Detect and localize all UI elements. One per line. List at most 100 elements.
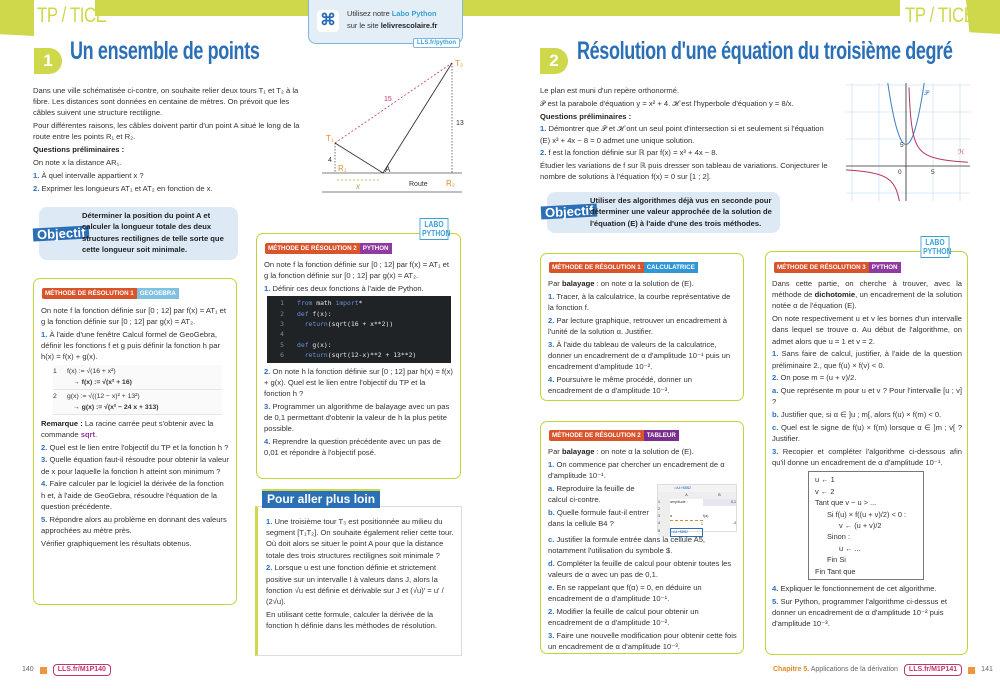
- cell[interactable]: 0,1: [703, 498, 736, 506]
- paragraph: 2. Modifier la feuille de calcul pour ob…: [548, 606, 737, 628]
- footer-left: 140 LLS.fr/M1P140: [22, 664, 111, 676]
- text: Quelle équation faut-il résoudre pour ob…: [41, 455, 229, 476]
- corner-decoration-left: [0, 0, 34, 36]
- keyword: def: [297, 309, 309, 318]
- section-tag-right: TP / TICE: [905, 4, 975, 27]
- paragraph: 2. On pose m = (u + v)/2.: [772, 372, 962, 383]
- text: Que représente m pour u et v ? Pour l'in…: [772, 386, 962, 407]
- distance-15-line: [334, 62, 453, 144]
- paragraph: 4. Expliquer le fonctionnement de cet al…: [772, 583, 962, 594]
- cell[interactable]: =A4+$B$2: [670, 527, 703, 537]
- footer-link[interactable]: LLS.fr/M1P140: [52, 664, 111, 676]
- bold-label: Questions préliminaires :: [540, 111, 632, 121]
- item-number: 1.: [548, 459, 555, 469]
- method-text: Par balayage : on note α la solution de …: [548, 446, 737, 537]
- paragraph: 2. Exprimer les longueurs AT₁ et AT₂ en …: [33, 183, 311, 194]
- paragraph: 1. Une troisième tour T₃ est positionnée…: [266, 516, 461, 561]
- paragraph: d. Compléter la feuille de calcul pour o…: [548, 558, 737, 580]
- site-name[interactable]: lelivrescolaire.fr: [380, 21, 438, 30]
- algorithm-line: v ← 2: [815, 486, 835, 496]
- formula-bar[interactable]: =A4+$B$2: [674, 485, 691, 490]
- algorithm-line: Si f(u) × f((u + v)/2) < 0 :: [827, 509, 907, 519]
- tp1-diagram: T₁ T₂ R₁ R₂ A 15 13 4 x Route: [322, 59, 464, 193]
- paragraph: Par balayage : on note α la solution de …: [548, 446, 737, 457]
- label-R2: R₂: [446, 179, 455, 188]
- text: Reproduire la feuille de calcul ci-contr…: [548, 483, 635, 504]
- tp2-title: Résolution d'une équation du troisième d…: [577, 37, 953, 65]
- banner-text: Utilisez notre: [347, 9, 392, 18]
- paragraph: 1. On commence par chercher un encadreme…: [548, 459, 737, 481]
- line-number: 5: [280, 340, 284, 349]
- paragraph: 2. Par lecture graphique, retrouver un e…: [548, 315, 737, 337]
- cas-output: → g(x) := √(x² − 24 x + 313): [73, 403, 159, 411]
- tp1-objective: Objectif Déterminer la position du point…: [32, 207, 238, 260]
- labo-python-stamp: LABO PYTHON: [920, 236, 951, 258]
- python-lab-banner[interactable]: ⌘ Utilisez notre Labo Python sur le site…: [308, 0, 463, 48]
- method-content: Par balayage : on note α la solution de …: [548, 446, 737, 654]
- paragraph: 4. Reprendre la question précédente avec…: [264, 436, 454, 458]
- method-text: Par balayage : on note α la solution de …: [548, 278, 737, 396]
- text: Par: [548, 447, 562, 456]
- tp1-title: Un ensemble de points: [70, 37, 260, 65]
- cell[interactable]: -3: [732, 520, 736, 525]
- text: On note h la fonction définie sur [0 ; 1…: [264, 366, 453, 399]
- line-number: 1: [280, 299, 284, 308]
- method-text: On note f la fonction définie sur [0 ; 1…: [264, 259, 454, 294]
- line-number: 3: [280, 320, 284, 329]
- cas-row-number: 1: [53, 367, 57, 375]
- method-content: On note f la fonction définie sur [0 ; 1…: [264, 259, 454, 460]
- paragraph: 4. Poursuivre le même procédé, donner un…: [548, 374, 737, 396]
- item-number: d.: [548, 558, 555, 568]
- text: : on note α la solution de (E).: [594, 447, 694, 456]
- label-13: 13: [456, 120, 464, 127]
- labo-python-link[interactable]: Labo Python: [391, 9, 437, 18]
- col-header: B: [703, 491, 736, 499]
- further-text: 1. Une troisième tour T₃ est positionnée…: [266, 516, 461, 633]
- cell[interactable]: 1: [670, 519, 703, 528]
- paragraph: 5. Répondre alors au problème en donnant…: [41, 514, 230, 536]
- python-link-tag[interactable]: LLS.fr/python: [413, 38, 460, 48]
- objective-text: Utiliser des algorithmes déjà vus en sec…: [590, 196, 772, 228]
- cell[interactable]: amplitude :: [670, 499, 688, 504]
- further-title: Pour aller plus loin: [262, 489, 381, 508]
- paragraph: En utilisant cette formule, calculer la …: [266, 609, 461, 631]
- label-route: Route: [409, 181, 428, 188]
- cas-output: → f(x) := √(x² + 16): [73, 378, 132, 386]
- text: Faire calculer par le logiciel la dérivé…: [41, 479, 224, 511]
- text: : on note α la solution de (E).: [594, 279, 694, 288]
- text: .: [95, 429, 98, 439]
- item-number: 3.: [548, 339, 555, 349]
- parabola-label: 𝒫: [924, 90, 930, 97]
- item-number: 4.: [772, 584, 779, 594]
- paragraph: 𝒫 est la parabole d'équation y = x² + 4.…: [540, 98, 835, 109]
- hyperbola-label: ℋ: [958, 148, 965, 156]
- page-number: 140: [22, 666, 34, 674]
- algorithm-line: Sinon :: [827, 532, 851, 542]
- method-content: Par balayage : on note α la solution de …: [548, 278, 737, 398]
- origin-label: 0: [898, 169, 902, 176]
- item-number: a.: [772, 386, 779, 396]
- code-line: 4: [267, 329, 451, 339]
- text: À quel intervalle appartient x ?: [39, 170, 144, 180]
- cell[interactable]: f(a): [703, 513, 709, 518]
- item-number: 2.: [264, 366, 271, 376]
- footer-link[interactable]: LLS.fr/M1P141: [903, 664, 963, 676]
- tp1-intro: Dans une ville schématisée ci-contre, on…: [33, 85, 311, 195]
- text: Reprendre la question précédente avec un…: [264, 437, 441, 458]
- code-text: (sqrt(12-x)**2 + 13**2): [327, 351, 417, 360]
- paragraph: 1. À quel intervalle appartient x ?: [33, 170, 311, 181]
- text: À l'aide d'une fenêtre Calcul formel de …: [41, 330, 220, 362]
- paragraph: 2. f est la fonction définie sur ℝ par f…: [540, 147, 835, 158]
- paragraph: 1. À l'aide d'une fenêtre Calcul formel …: [41, 329, 230, 363]
- top-band-right: [463, 0, 900, 16]
- parabola-curve: [887, 83, 925, 145]
- top-band-left: [95, 0, 308, 16]
- footer-right: Chapitre 5. Applications de la dérivatio…: [773, 664, 993, 676]
- paragraph: 3. Programmer un algorithme de balayage …: [264, 401, 454, 435]
- hyperbola-branch: [908, 87, 968, 163]
- paragraph: 1. Tracer, à la calculatrice, la courbe …: [548, 291, 737, 313]
- cell[interactable]: a: [670, 513, 672, 518]
